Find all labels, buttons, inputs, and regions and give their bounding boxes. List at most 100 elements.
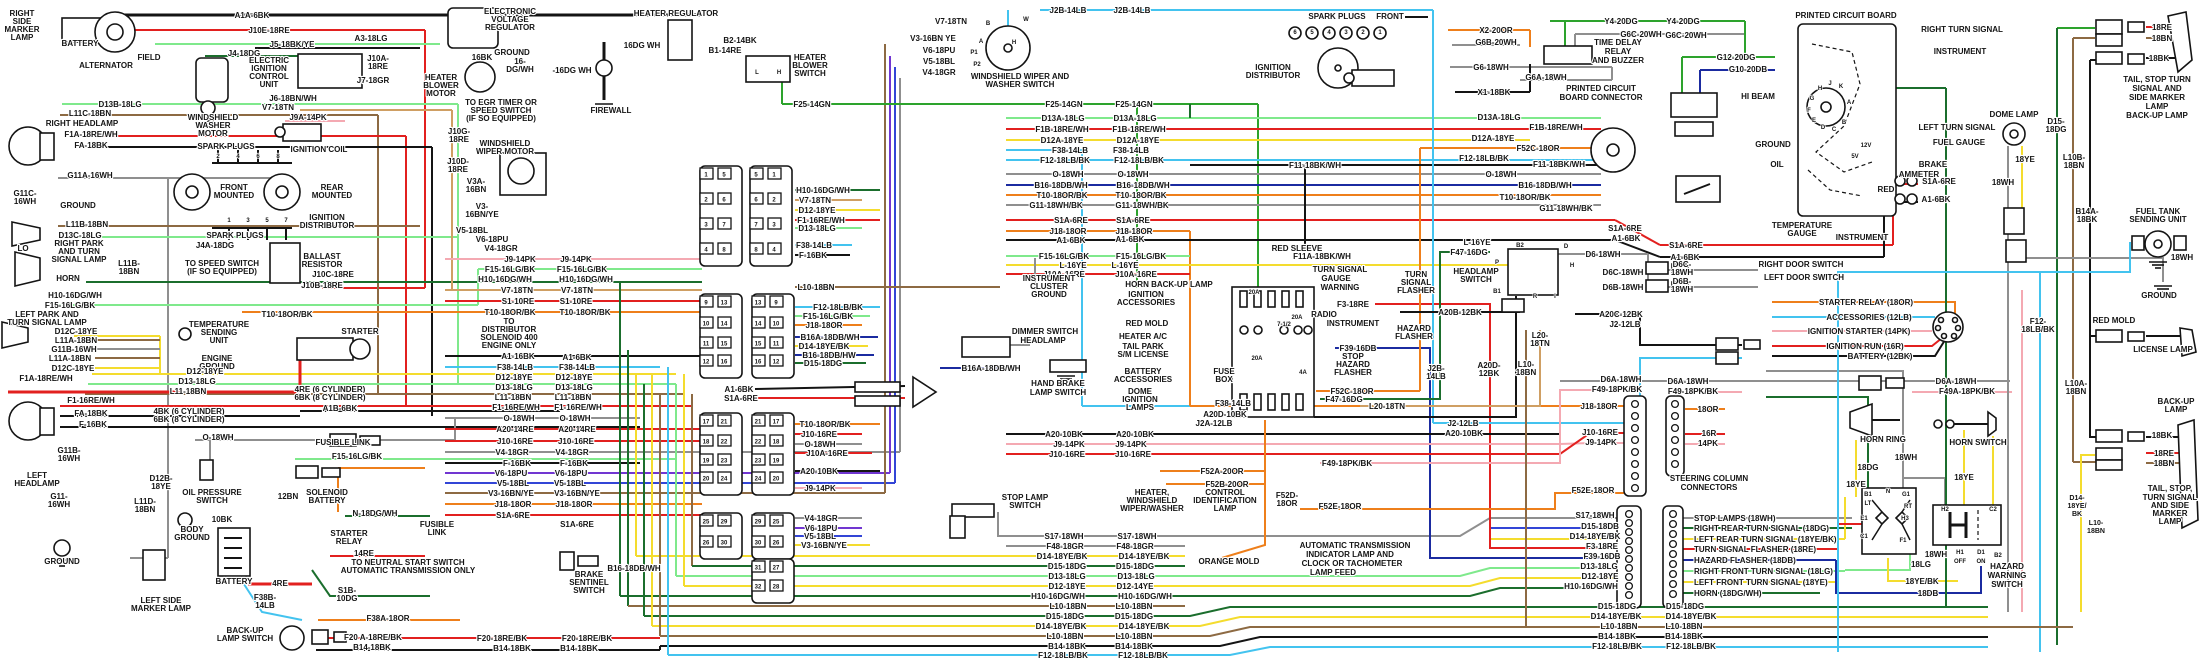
wire-label: L-16YE bbox=[1111, 261, 1139, 270]
component-shape bbox=[1645, 279, 1669, 293]
wire-label: F25-14GN bbox=[1115, 100, 1153, 109]
wire-label: V7-18TN bbox=[561, 286, 593, 295]
wire-label: CLUSTER bbox=[1030, 282, 1068, 291]
wire-label: J10E-18RE bbox=[248, 26, 290, 35]
wire-bk bbox=[660, 636, 1988, 647]
wire-label: BRAKE bbox=[575, 570, 604, 579]
component-shape bbox=[2127, 53, 2145, 65]
wire-label: H10-16DG/WH bbox=[796, 186, 850, 195]
component-shape bbox=[1950, 332, 1958, 340]
connector-cell bbox=[699, 471, 714, 484]
connector-cell bbox=[717, 192, 732, 205]
wire-label: RED SLEEVE bbox=[1272, 244, 1323, 253]
wire-label: HORN bbox=[56, 274, 80, 283]
component-shape bbox=[1003, 43, 1013, 53]
connector-cell-number: 1 bbox=[772, 173, 776, 179]
wire-label: IGNITION bbox=[1255, 63, 1291, 72]
component-line bbox=[1871, 499, 1883, 513]
wire-label: 10BK bbox=[212, 515, 233, 524]
wire-label: H1 bbox=[1956, 550, 1964, 556]
wire-label: A20C-12BK bbox=[1599, 310, 1643, 319]
wire-label: F38-14LB bbox=[1215, 399, 1251, 408]
wire-label: L11-18BN bbox=[495, 393, 532, 402]
wire-label: ACCESSORIES bbox=[1117, 298, 1176, 307]
wire-label: TAIL, STOP, bbox=[2148, 484, 2192, 493]
connector-cell bbox=[769, 579, 784, 592]
component-shape bbox=[1501, 298, 1525, 313]
wire-label: LO bbox=[17, 244, 28, 253]
connector-pin-icon bbox=[1624, 545, 1634, 555]
wire-label: O-18WH bbox=[559, 414, 590, 423]
wire-label: F12-18LB/BK bbox=[1118, 651, 1168, 660]
wire-label: HAZARD FLASHER (18DB) bbox=[1694, 556, 1796, 565]
connector-cell-number: 9 bbox=[704, 301, 708, 307]
wire-label: F25-14GN bbox=[793, 100, 831, 109]
wire-label: S17-18WH bbox=[1575, 511, 1614, 520]
component-shape bbox=[1295, 393, 1304, 411]
component-shape bbox=[1858, 375, 1882, 391]
wire-label: J10G- bbox=[448, 127, 471, 136]
connector-pin-icon bbox=[1624, 527, 1634, 537]
wire-label: 18RE bbox=[2154, 449, 2175, 458]
wire-label: A1-6BK bbox=[1922, 195, 1951, 204]
wire-label: F12-18LB/BK bbox=[1040, 156, 1090, 165]
wire-label: 4RE bbox=[272, 579, 288, 588]
wire-label: F38-14LB bbox=[1052, 146, 1088, 155]
wire-label: F20-18RE/BK bbox=[562, 634, 612, 643]
wire-label: TURN SIGNAL bbox=[2143, 493, 2198, 502]
wire-label: 18DB bbox=[1918, 589, 1939, 598]
wire-label: J10A- bbox=[367, 54, 389, 63]
wire-label: GROUND bbox=[199, 362, 235, 371]
wire-label: L11A-18BN bbox=[55, 336, 97, 345]
wire-label: INDICATOR LAMP AND bbox=[1306, 550, 1394, 559]
wire-label: SIDE MARKER bbox=[2129, 93, 2185, 102]
connector-cell bbox=[769, 535, 784, 548]
wire-label: F49-18PK/BK bbox=[1322, 459, 1372, 468]
wire-label: B14-18BK bbox=[1115, 642, 1153, 651]
wire-label: F52E-18OR bbox=[1319, 502, 1362, 511]
component-shape bbox=[1885, 377, 1905, 389]
wire-label: WIPER MOTOR bbox=[476, 147, 534, 156]
wire-label: OIL PRESSURE bbox=[182, 488, 242, 497]
wire-label: SPARK PLUGS bbox=[206, 231, 264, 240]
wire-label: F1A-18RE/WH bbox=[19, 374, 73, 383]
wire-label: TEMPERATURE bbox=[189, 320, 250, 329]
wire-label: J9A-14PK bbox=[289, 113, 327, 122]
wire-label: F15-16LG/BK bbox=[485, 265, 535, 274]
connector-cell-number: 30 bbox=[755, 541, 762, 547]
wire-label: ENGINE ONLY bbox=[482, 341, 537, 350]
wire-label: FLASHER bbox=[1395, 332, 1433, 341]
wire-label: A1-6BK bbox=[725, 385, 754, 394]
wire-label: RIGHT FRONT TURN SIGNAL (18LG) bbox=[1694, 567, 1833, 576]
component-shape bbox=[1987, 410, 1997, 438]
wire-label: BATTERY bbox=[1125, 367, 1163, 376]
wire-label: (IF SO EQUIPPED) bbox=[466, 114, 536, 123]
wire-label: S1A-6RE bbox=[496, 511, 530, 520]
wire-label: MOUNTED bbox=[214, 191, 255, 200]
connector-cell bbox=[769, 316, 784, 329]
wire-label: RIGHT TURN SIGNAL bbox=[1921, 25, 2003, 34]
wire-label: SENDING UNIT bbox=[2129, 215, 2186, 224]
connector-cell bbox=[751, 414, 766, 427]
wire-label: 16- bbox=[514, 57, 526, 66]
wire-label: L11B- bbox=[118, 259, 140, 268]
connector-pin-icon bbox=[1668, 519, 1678, 529]
connector-cell bbox=[751, 354, 766, 367]
connector-cell-number: 12 bbox=[703, 360, 710, 366]
connector-pin-icon bbox=[1624, 509, 1634, 519]
wire-label: 20A bbox=[1291, 315, 1303, 321]
wire-label: A3-18LG bbox=[355, 34, 388, 43]
component-shape bbox=[217, 527, 251, 577]
connector-pin-icon bbox=[1668, 549, 1678, 559]
wire-label: AUTOMATIC TRANSMISSION ONLY bbox=[341, 566, 476, 575]
wire-label: D13-18LG bbox=[555, 383, 592, 392]
wire-label: A1B-6BK bbox=[323, 404, 358, 413]
connector-cell-number: 26 bbox=[703, 541, 710, 547]
wire-label: H3 bbox=[1901, 516, 1909, 522]
wire-label: LT bbox=[1865, 501, 1872, 507]
connector-cell bbox=[717, 453, 732, 466]
wire-label: INSTRUMENT bbox=[1023, 274, 1076, 283]
wire-label: G bbox=[1810, 96, 1815, 102]
wire-bk bbox=[1575, 313, 1742, 346]
